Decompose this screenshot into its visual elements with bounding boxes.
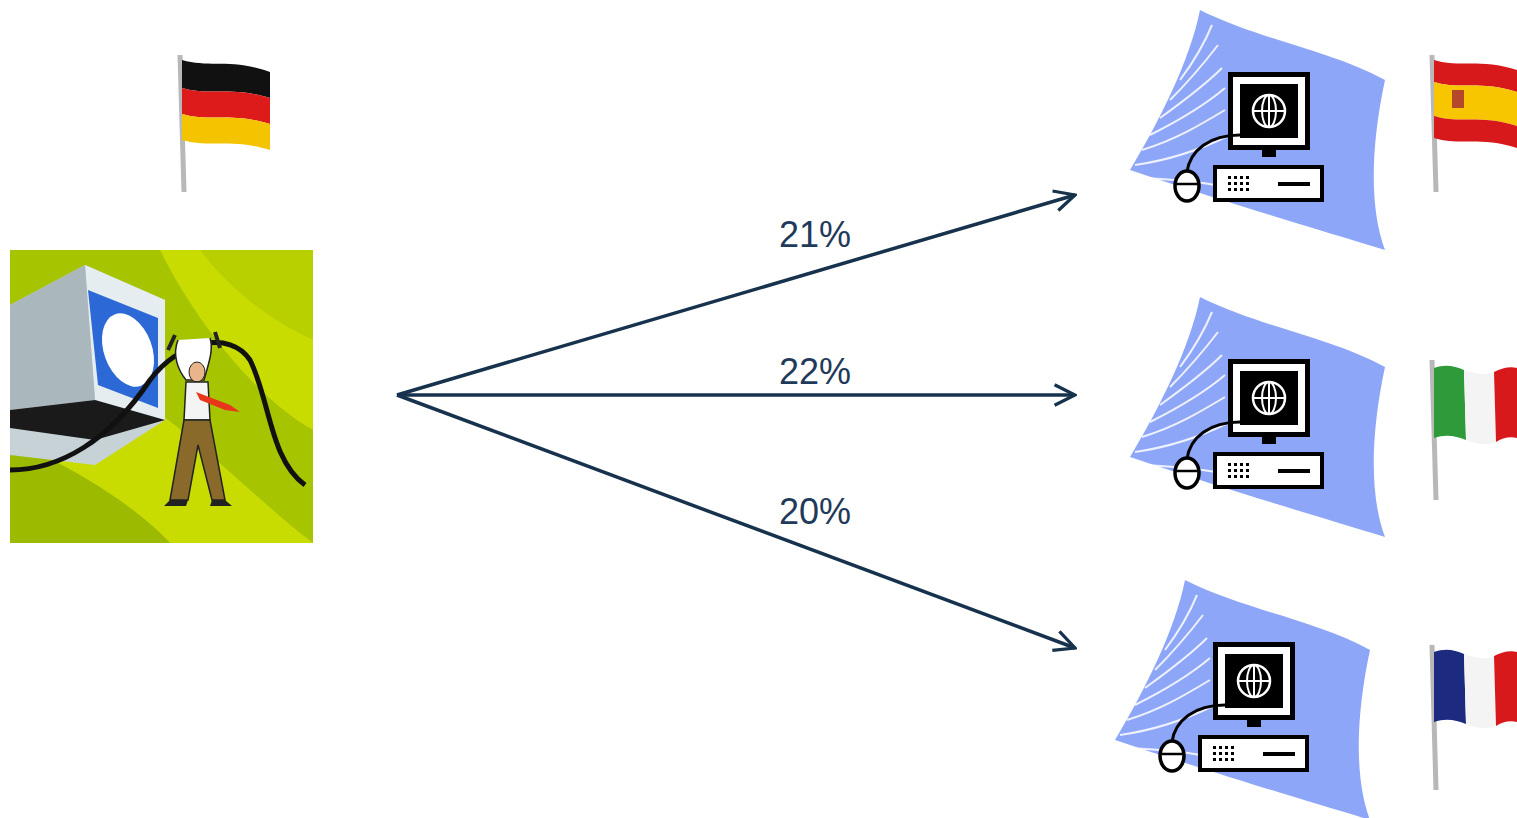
computer-icon: [1130, 297, 1385, 537]
arrow-lines: [397, 195, 1075, 648]
disconnect-clipart: [10, 250, 313, 543]
germany-flag: [180, 55, 270, 192]
percentage-label: 22%: [779, 354, 851, 390]
italy-flag: [1432, 360, 1517, 500]
percentage-label: 21%: [779, 217, 851, 253]
spain-flag: [1432, 55, 1517, 192]
france-flag: [1432, 645, 1517, 790]
computer-icon: [1115, 580, 1370, 818]
computer-icon: [1130, 10, 1385, 250]
percentage-label: 20%: [779, 494, 851, 530]
